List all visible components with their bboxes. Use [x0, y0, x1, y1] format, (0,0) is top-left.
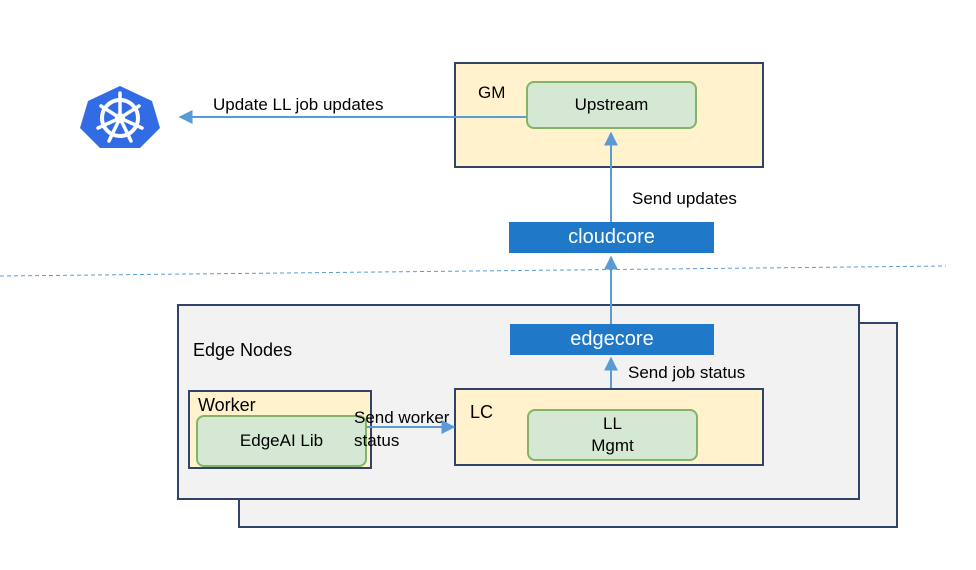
gm-label: GM: [478, 83, 506, 102]
worker-label: Worker: [198, 395, 256, 415]
upstream-box: Upstream: [526, 81, 697, 129]
ll-mgmt-box: LL Mgmt: [527, 409, 698, 461]
cloudcore-bar: cloudcore: [509, 222, 714, 253]
send-job-status-label: Send job status: [628, 363, 746, 382]
send-worker-status-label-1: Send worker: [354, 408, 450, 427]
mgmt-label: Mgmt: [591, 436, 634, 455]
update-ll-label: Update LL job updates: [213, 95, 384, 114]
kubernetes-icon: [78, 84, 162, 150]
send-updates-label: Send updates: [632, 189, 737, 208]
cloud-edge-separator: [0, 265, 947, 277]
edgeai-lib-box: EdgeAI Lib: [196, 415, 367, 467]
edgecore-bar: edgecore: [510, 324, 714, 355]
send-worker-status-label-2: status: [354, 431, 400, 450]
ll-label: LL: [603, 414, 622, 433]
lc-label: LC: [470, 402, 494, 422]
edge-nodes-label: Edge Nodes: [193, 340, 293, 360]
